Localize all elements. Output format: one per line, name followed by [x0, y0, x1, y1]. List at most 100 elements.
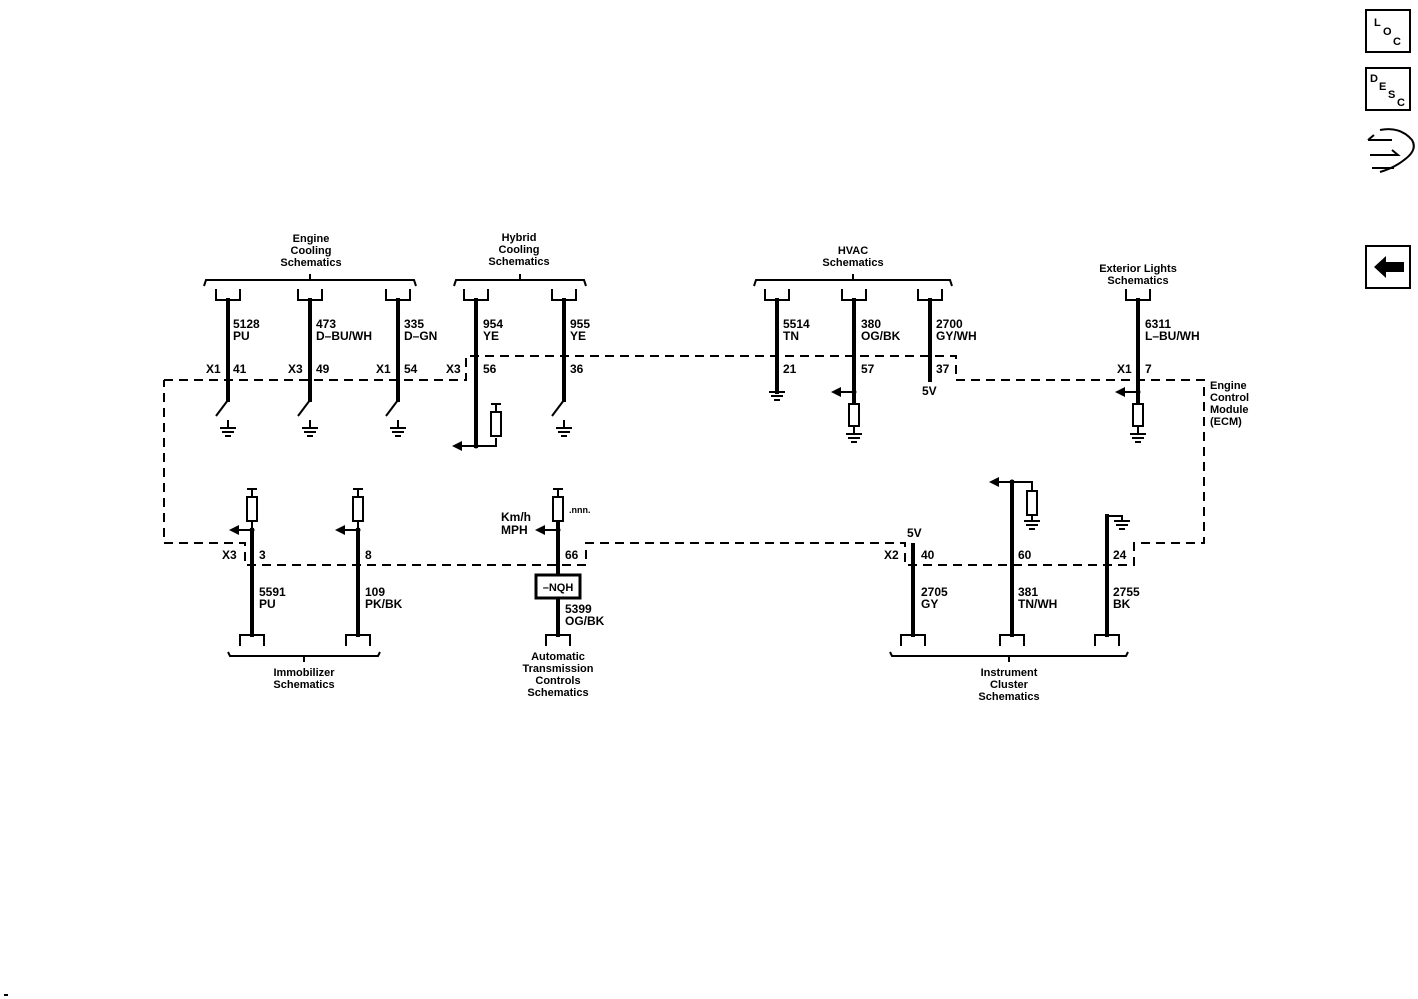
bottom-connector-caps — [239, 634, 1120, 646]
circuit-5399-label: Km/h MPH 66 5399 OG/BK — [501, 510, 605, 628]
svg-text:Exterior Lights: Exterior Lights — [1099, 263, 1177, 275]
hvac-group[interactable]: HVAC Schematics — [753, 245, 953, 287]
svg-text:Instrument: Instrument — [981, 667, 1038, 679]
svg-text:OG/BK: OG/BK — [565, 614, 605, 628]
circuit-2705-label: 5V X2 40 2705 GY — [884, 526, 948, 611]
circuit-5128-label: 5128 PU X1 41 — [206, 317, 260, 376]
svg-text:40: 40 — [921, 548, 935, 562]
circuit-955-label: 955 YE 36 — [570, 317, 590, 376]
pulldown-input-57 — [831, 387, 862, 443]
switch-to-ground-49 — [297, 399, 318, 437]
immobilizer-group[interactable]: Immobilizer Schematics — [227, 651, 381, 691]
svg-text:Schematics: Schematics — [488, 256, 549, 268]
ecm-boundary — [163, 355, 1205, 566]
svg-text:Schematics: Schematics — [273, 679, 334, 691]
svg-text:24: 24 — [1113, 548, 1127, 562]
ground-21 — [769, 391, 785, 401]
svg-text:109: 109 — [365, 585, 385, 599]
svg-text:Engine: Engine — [293, 233, 330, 245]
svg-text:41: 41 — [233, 362, 247, 376]
svg-text:Module: Module — [1210, 404, 1249, 416]
svg-text:TN/WH: TN/WH — [1018, 597, 1057, 611]
svg-text:Controls: Controls — [535, 675, 580, 687]
engine-cooling-group[interactable]: Engine Cooling Schematics — [203, 233, 417, 287]
svg-text:Schematics: Schematics — [280, 257, 341, 269]
circuit-473-label: 473 D–BU/WH X3 49 — [288, 317, 372, 376]
svg-text:21: 21 — [783, 362, 797, 376]
svg-text:60: 60 — [1018, 548, 1032, 562]
svg-text:335: 335 — [404, 317, 424, 331]
switch-to-ground-36 — [551, 399, 572, 437]
switch-to-ground-41 — [215, 399, 236, 437]
exterior-lights-group[interactable]: Exterior Lights Schematics — [1099, 263, 1177, 287]
svg-text:5128: 5128 — [233, 317, 260, 331]
svg-text:955: 955 — [570, 317, 590, 331]
svg-text:Cluster: Cluster — [990, 679, 1029, 691]
ground-24 — [1107, 515, 1130, 530]
svg-text:X3: X3 — [288, 362, 303, 376]
pulse-signal-icon: .nnn. — [569, 505, 591, 515]
svg-text:Schematics: Schematics — [978, 691, 1039, 703]
pullup-input-8 — [335, 488, 364, 535]
svg-text:X1: X1 — [376, 362, 391, 376]
svg-text:5V: 5V — [907, 526, 922, 540]
svg-text:Cooling: Cooling — [291, 245, 332, 257]
svg-text:YE: YE — [483, 329, 499, 343]
loc-letter-o: O — [1383, 26, 1392, 38]
svg-text:PK/BK: PK/BK — [365, 597, 403, 611]
svg-text:66: 66 — [565, 548, 579, 562]
circuit-6311-label: 6311 L–BU/WH X1 7 — [1117, 317, 1200, 376]
instrument-cluster-group[interactable]: Instrument Cluster Schematics — [889, 651, 1129, 703]
svg-text:3: 3 — [259, 548, 266, 562]
svg-text:5V: 5V — [922, 384, 937, 398]
svg-text:Schematics: Schematics — [822, 257, 883, 269]
svg-text:Km/h: Km/h — [501, 510, 531, 524]
desc-letter-e: E — [1379, 81, 1386, 93]
circuit-2700-label: 2700 GY/WH 37 5V — [922, 317, 977, 398]
svg-text:49: 49 — [316, 362, 330, 376]
svg-text:X3: X3 — [446, 362, 461, 376]
svg-text:7: 7 — [1145, 362, 1152, 376]
svg-text:5591: 5591 — [259, 585, 286, 599]
pullup-input-66: .nnn. — [535, 488, 591, 535]
svg-text:Control: Control — [1210, 392, 1249, 404]
svg-text:Immobilizer: Immobilizer — [273, 667, 335, 679]
svg-text:GY: GY — [921, 597, 938, 611]
svg-text:380: 380 — [861, 317, 881, 331]
svg-text:5399: 5399 — [565, 602, 592, 616]
svg-text:Schematics: Schematics — [1107, 275, 1168, 287]
svg-text:Transmission: Transmission — [523, 663, 594, 675]
svg-text:Cooling: Cooling — [499, 244, 540, 256]
nqh-component[interactable]: –NQH — [534, 573, 582, 600]
pullup-input-56 — [452, 403, 502, 451]
circuit-2755-label: 24 2755 BK — [1113, 548, 1140, 611]
hybrid-cooling-group[interactable]: Hybrid Cooling Schematics — [453, 232, 587, 287]
automatic-transmission-group[interactable]: Automatic Transmission Controls Schemati… — [523, 651, 594, 699]
svg-text:Engine: Engine — [1210, 380, 1247, 392]
svg-text:6311: 6311 — [1145, 317, 1171, 331]
svg-text:X3: X3 — [222, 548, 237, 562]
back-arrow-icon — [1374, 256, 1404, 278]
desc-button[interactable]: D E S C — [1365, 67, 1411, 111]
svg-text:473: 473 — [316, 317, 336, 331]
loc-button[interactable]: L O C — [1365, 9, 1411, 53]
svg-text:OG/BK: OG/BK — [861, 329, 901, 343]
svg-text:X1: X1 — [1117, 362, 1132, 376]
connector-view-icon[interactable] — [1367, 128, 1415, 173]
svg-text:Schematics: Schematics — [527, 687, 588, 699]
loc-letter-l: L — [1374, 17, 1381, 29]
output-60 — [989, 477, 1040, 530]
back-arrow-button[interactable] — [1365, 245, 1411, 289]
svg-text:Automatic: Automatic — [531, 651, 585, 663]
svg-text:2755: 2755 — [1113, 585, 1140, 599]
svg-text:MPH: MPH — [501, 523, 528, 537]
svg-text:X2: X2 — [884, 548, 899, 562]
svg-text:381: 381 — [1018, 585, 1038, 599]
switch-to-ground-54 — [385, 399, 406, 437]
svg-text:GY/WH: GY/WH — [936, 329, 977, 343]
desc-letter-s: S — [1388, 89, 1395, 101]
svg-text:Hybrid: Hybrid — [502, 232, 537, 244]
svg-text:L–BU/WH: L–BU/WH — [1145, 329, 1200, 343]
circuit-5591-label: X3 3 5591 PU — [222, 548, 286, 611]
